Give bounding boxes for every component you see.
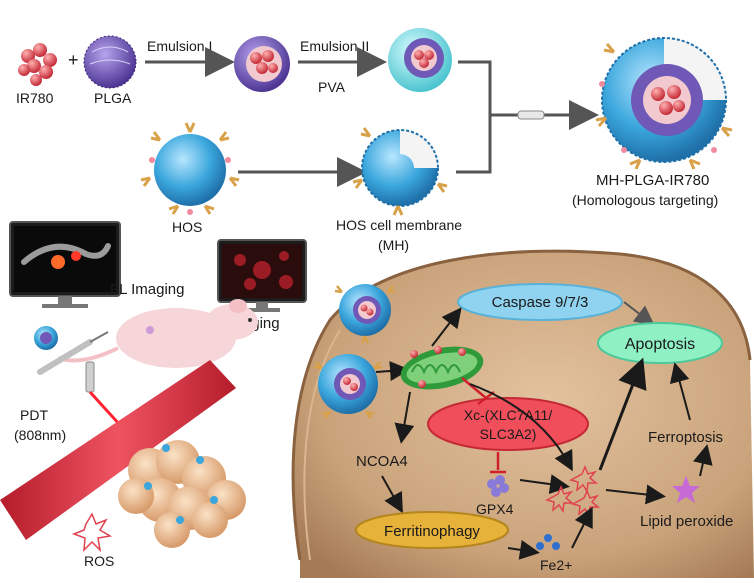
gpx4-to-ros-arrow [519, 474, 570, 495]
gpx4-icon [487, 475, 509, 497]
fe-label: Fe2+ [540, 557, 572, 573]
emulsion1-label: Emulsion I [147, 38, 212, 54]
xc-inhibits-gpx4 [490, 452, 506, 474]
caspase-to-apoptosis-arrow [623, 301, 655, 326]
lipid-to-ferroptosis-arrow [693, 444, 713, 477]
ferritinophagy-node [355, 511, 509, 549]
tumor-icon [118, 440, 246, 548]
merge-bracket [456, 60, 492, 174]
pva-label: PVA [318, 79, 346, 95]
ferritinophagy-to-fe-arrow [507, 539, 540, 560]
ir780-label: IR780 [16, 90, 54, 106]
ros-to-lipid-arrow [605, 484, 666, 505]
ncoa4-to-ferritinophagy-arrow [381, 475, 403, 514]
ferroptosis-label: Ferroptosis [648, 429, 723, 446]
ros-to-apoptosis-arrow [598, 357, 647, 471]
pva-coated-particle-icon [388, 28, 452, 92]
product-label-line2: (Homologous targeting) [572, 192, 718, 208]
product-label-line1: MH-PLGA-IR780 [596, 172, 709, 189]
fl-imaging-monitor-icon [9, 221, 121, 308]
pdt-label-line1: PDT [20, 407, 48, 423]
plga-label: PLGA [94, 90, 132, 106]
mito-to-caspase-arrow [431, 307, 462, 347]
ncoa4-label: NCOA4 [356, 453, 408, 470]
xc-transporter-node [427, 397, 589, 451]
nanoparticle-entering-1-icon [334, 284, 396, 344]
fe-ions-icon [536, 534, 560, 550]
pa-imaging-monitor-icon [217, 239, 307, 312]
blood-vessel-icon [0, 360, 236, 540]
mito-to-ncoa4-arrow [394, 391, 415, 444]
apoptosis-label: Apoptosis [625, 336, 695, 353]
hos-membrane-vesicle-icon [352, 127, 448, 216]
membrane-label-line2: (MH) [378, 237, 409, 253]
apoptosis-node [597, 322, 723, 364]
emulsion2-label: Emulsion II [300, 38, 369, 54]
ir780-loaded-plga-icon [234, 36, 290, 92]
ros-burst-icon [71, 512, 113, 553]
caspase-node [457, 283, 623, 321]
fl-imaging-label: FL Imaging [110, 281, 184, 298]
ferroptosis-to-apoptosis-arrow [669, 362, 691, 421]
merge-arrow-highlight [517, 110, 545, 120]
xc-label-line2: SLC3A2) [480, 426, 537, 442]
nanoparticle-entering-2-icon [313, 354, 383, 419]
gpx4-label: GPX4 [476, 501, 514, 517]
pdt-label-line2: (808nm) [14, 427, 66, 443]
syringe-icon [34, 326, 109, 375]
hos-label: HOS [172, 219, 202, 235]
ros-label: ROS [84, 553, 114, 569]
fe-to-ros-arrow [571, 506, 593, 549]
hos-cell-icon [140, 122, 240, 215]
lipid-peroxide-label: Lipid peroxide [640, 513, 733, 530]
membrane-label-line1: HOS cell membrane [336, 217, 462, 233]
xc-label-line1: Xc-(XLC7A11/ [464, 407, 553, 423]
caspase-label: Caspase 9/7/3 [492, 294, 589, 311]
ferritinophagy-label: Ferritinophagy [384, 523, 480, 540]
plus-sign: + [68, 50, 79, 70]
plga-sphere-icon [83, 35, 137, 89]
np-to-mito-arrow [375, 361, 410, 381]
mito-to-ros-curve [469, 383, 573, 472]
lipid-peroxide-icon [672, 476, 700, 503]
mouse-icon [57, 299, 258, 368]
mh-plga-ir780-nanoparticle-icon [595, 37, 733, 170]
ir780-cluster-icon [18, 43, 57, 86]
